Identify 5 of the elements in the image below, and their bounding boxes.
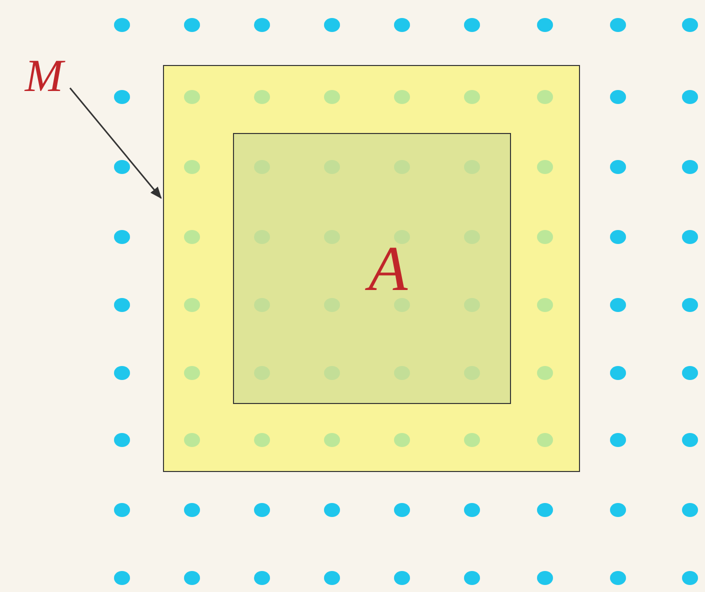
variable-label: A	[336, 236, 408, 300]
outer-square	[163, 65, 580, 472]
variable-label: M	[24, 53, 64, 99]
leader-arrow	[69, 88, 162, 199]
inner-square	[233, 133, 511, 404]
